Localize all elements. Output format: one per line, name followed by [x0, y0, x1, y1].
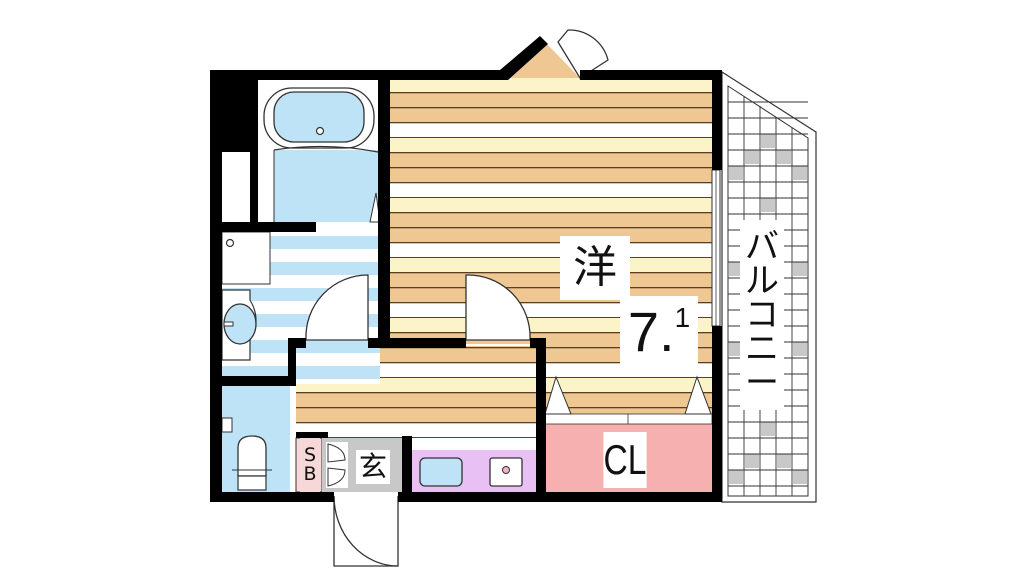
balcony-char: ニ	[745, 329, 779, 369]
entrance-label: 玄	[356, 450, 390, 484]
pipe-space	[222, 155, 250, 221]
bath-drain-icon	[315, 126, 325, 136]
shoe-box-label-b: B	[303, 463, 317, 485]
toilet-icon	[237, 435, 267, 477]
washroom-door	[305, 274, 369, 341]
balcony-char: バ	[745, 227, 779, 267]
western-room-size: 7.1	[620, 296, 698, 368]
room-door	[465, 274, 531, 341]
bathroom	[258, 78, 381, 223]
washer-drain-icon	[225, 238, 235, 248]
balcony-label: バ ル コ ニ ー	[740, 220, 784, 410]
balcony-window	[711, 169, 721, 327]
kitchen	[412, 450, 538, 494]
bay-window	[557, 29, 609, 79]
entrance-door	[333, 496, 399, 567]
western-room-label: 洋	[560, 236, 630, 300]
kitchen-sink-icon	[419, 457, 463, 487]
shoe-box-label-s: S	[303, 444, 317, 466]
walls	[210, 36, 722, 502]
balcony-char: コ	[745, 295, 779, 335]
balcony-char: ー	[745, 363, 779, 403]
toilet-room	[221, 386, 290, 494]
shoe-box-label: S B	[300, 438, 320, 492]
door-swings	[305, 29, 609, 567]
closet	[543, 375, 713, 494]
room-size-main: 7.	[627, 300, 675, 363]
closet-label: CL	[603, 432, 647, 488]
balcony-char: ル	[745, 261, 779, 301]
room-size-decimal: 1	[674, 302, 691, 333]
